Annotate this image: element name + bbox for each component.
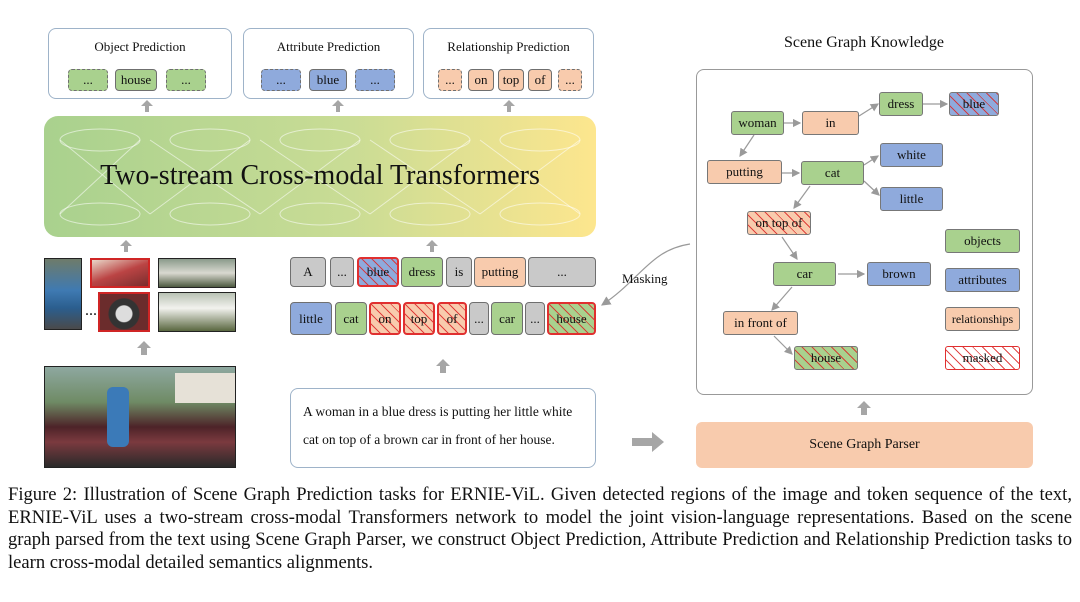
sg-node-putting: putting (707, 160, 782, 184)
text-token-car: car (491, 302, 523, 335)
sg-node-blue-masked: blue (949, 92, 999, 116)
up-arrow-icon (426, 240, 438, 252)
sg-node-car: car (773, 262, 836, 286)
attribute-prediction-title: Attribute Prediction (276, 39, 381, 54)
object-token-ellipsis-left: ... (68, 69, 108, 91)
text-token-A: A (290, 257, 326, 287)
right-arrow-icon (632, 432, 664, 452)
scene-graph-title: Scene Graph Knowledge (784, 34, 944, 51)
up-arrow-icon (503, 100, 515, 112)
relationship-token-top: top (498, 69, 524, 91)
legend-masked: masked (945, 346, 1020, 370)
text-token-ellipsis-end: ... (528, 257, 596, 287)
attribute-token-ellipsis-right: ... (355, 69, 395, 91)
text-token-top-masked: top (403, 302, 435, 335)
region-house-image (158, 258, 236, 288)
attribute-token-blue: blue (309, 69, 347, 91)
text-token-dress: dress (401, 257, 443, 287)
transformer-label: Two-stream Cross-modal Transformers (100, 160, 540, 191)
text-token-ellipsis-mid: ... (469, 302, 489, 335)
legend-attributes: attributes (945, 268, 1020, 292)
text-token-ellipsis-late: ... (525, 302, 545, 335)
object-token-house: house (115, 69, 157, 91)
scene-graph-parser-box: Scene Graph Parser (696, 422, 1033, 468)
text-token-little: little (290, 302, 332, 335)
sentence-line-2: cat on top of a brown car in front of he… (303, 432, 555, 447)
text-token-on-masked: on (369, 302, 401, 335)
up-arrow-icon (332, 100, 344, 112)
sg-node-cat: cat (801, 161, 864, 185)
region-cat-image (90, 258, 150, 288)
relationship-token-ellipsis-left: ... (438, 69, 462, 91)
up-arrow-icon (436, 359, 450, 373)
up-arrow-icon (857, 401, 871, 415)
input-photo-image (44, 366, 236, 468)
masking-label: Masking (622, 271, 668, 286)
figure-caption: Figure 2: Illustration of Scene Graph Pr… (8, 484, 1072, 573)
text-token-cat: cat (335, 302, 367, 335)
sg-node-brown: brown (867, 262, 931, 286)
sg-node-woman: woman (731, 111, 784, 135)
up-arrow-icon (137, 341, 151, 355)
text-token-blue-masked: blue (357, 257, 399, 287)
region-wheel-image (98, 292, 150, 332)
attribute-token-ellipsis-left: ... (261, 69, 301, 91)
text-token-putting: putting (474, 257, 526, 287)
region-ellipsis: ... (85, 302, 97, 319)
object-prediction-title: Object Prediction (94, 39, 186, 54)
scene-graph-edges (739, 99, 949, 355)
text-token-ellipsis: ... (330, 257, 354, 287)
up-arrow-icon (120, 240, 132, 252)
sg-node-on-top-of-masked: on top of (747, 211, 811, 235)
text-token-of-masked: of (437, 302, 467, 335)
legend-objects: objects (945, 229, 1020, 253)
text-token-house-masked: house (547, 302, 596, 335)
sg-node-dress: dress (879, 92, 923, 116)
sentence-line-1: A woman in a blue dress is putting her l… (303, 404, 573, 419)
relationship-prediction-title: Relationship Prediction (447, 39, 570, 54)
relationship-prediction-panel: Relationship Prediction ... on top of ..… (423, 28, 594, 99)
sg-node-house-masked: house (794, 346, 858, 370)
connector-arrows (44, 100, 871, 452)
text-token-is: is (446, 257, 472, 287)
relationship-token-on: on (468, 69, 494, 91)
object-token-ellipsis-right: ... (166, 69, 206, 91)
up-arrow-icon (141, 100, 153, 112)
input-sentence-box: A woman in a blue dress is putting her l… (290, 388, 596, 468)
legend-relationships: relationships (945, 307, 1020, 331)
sg-node-little: little (880, 187, 943, 211)
attribute-prediction-panel: Attribute Prediction ... blue ... (243, 28, 414, 99)
scene-graph-parser-label: Scene Graph Parser (809, 437, 920, 452)
sg-node-in: in (802, 111, 859, 135)
relationship-token-ellipsis-right: ... (558, 69, 582, 91)
region-house2-image (158, 292, 236, 332)
sg-node-in-front-of: in front of (723, 311, 798, 335)
region-woman-image (44, 258, 82, 330)
object-prediction-panel: Object Prediction ... house ... (48, 28, 232, 99)
sg-node-white: white (880, 143, 943, 167)
relationship-token-of: of (528, 69, 552, 91)
